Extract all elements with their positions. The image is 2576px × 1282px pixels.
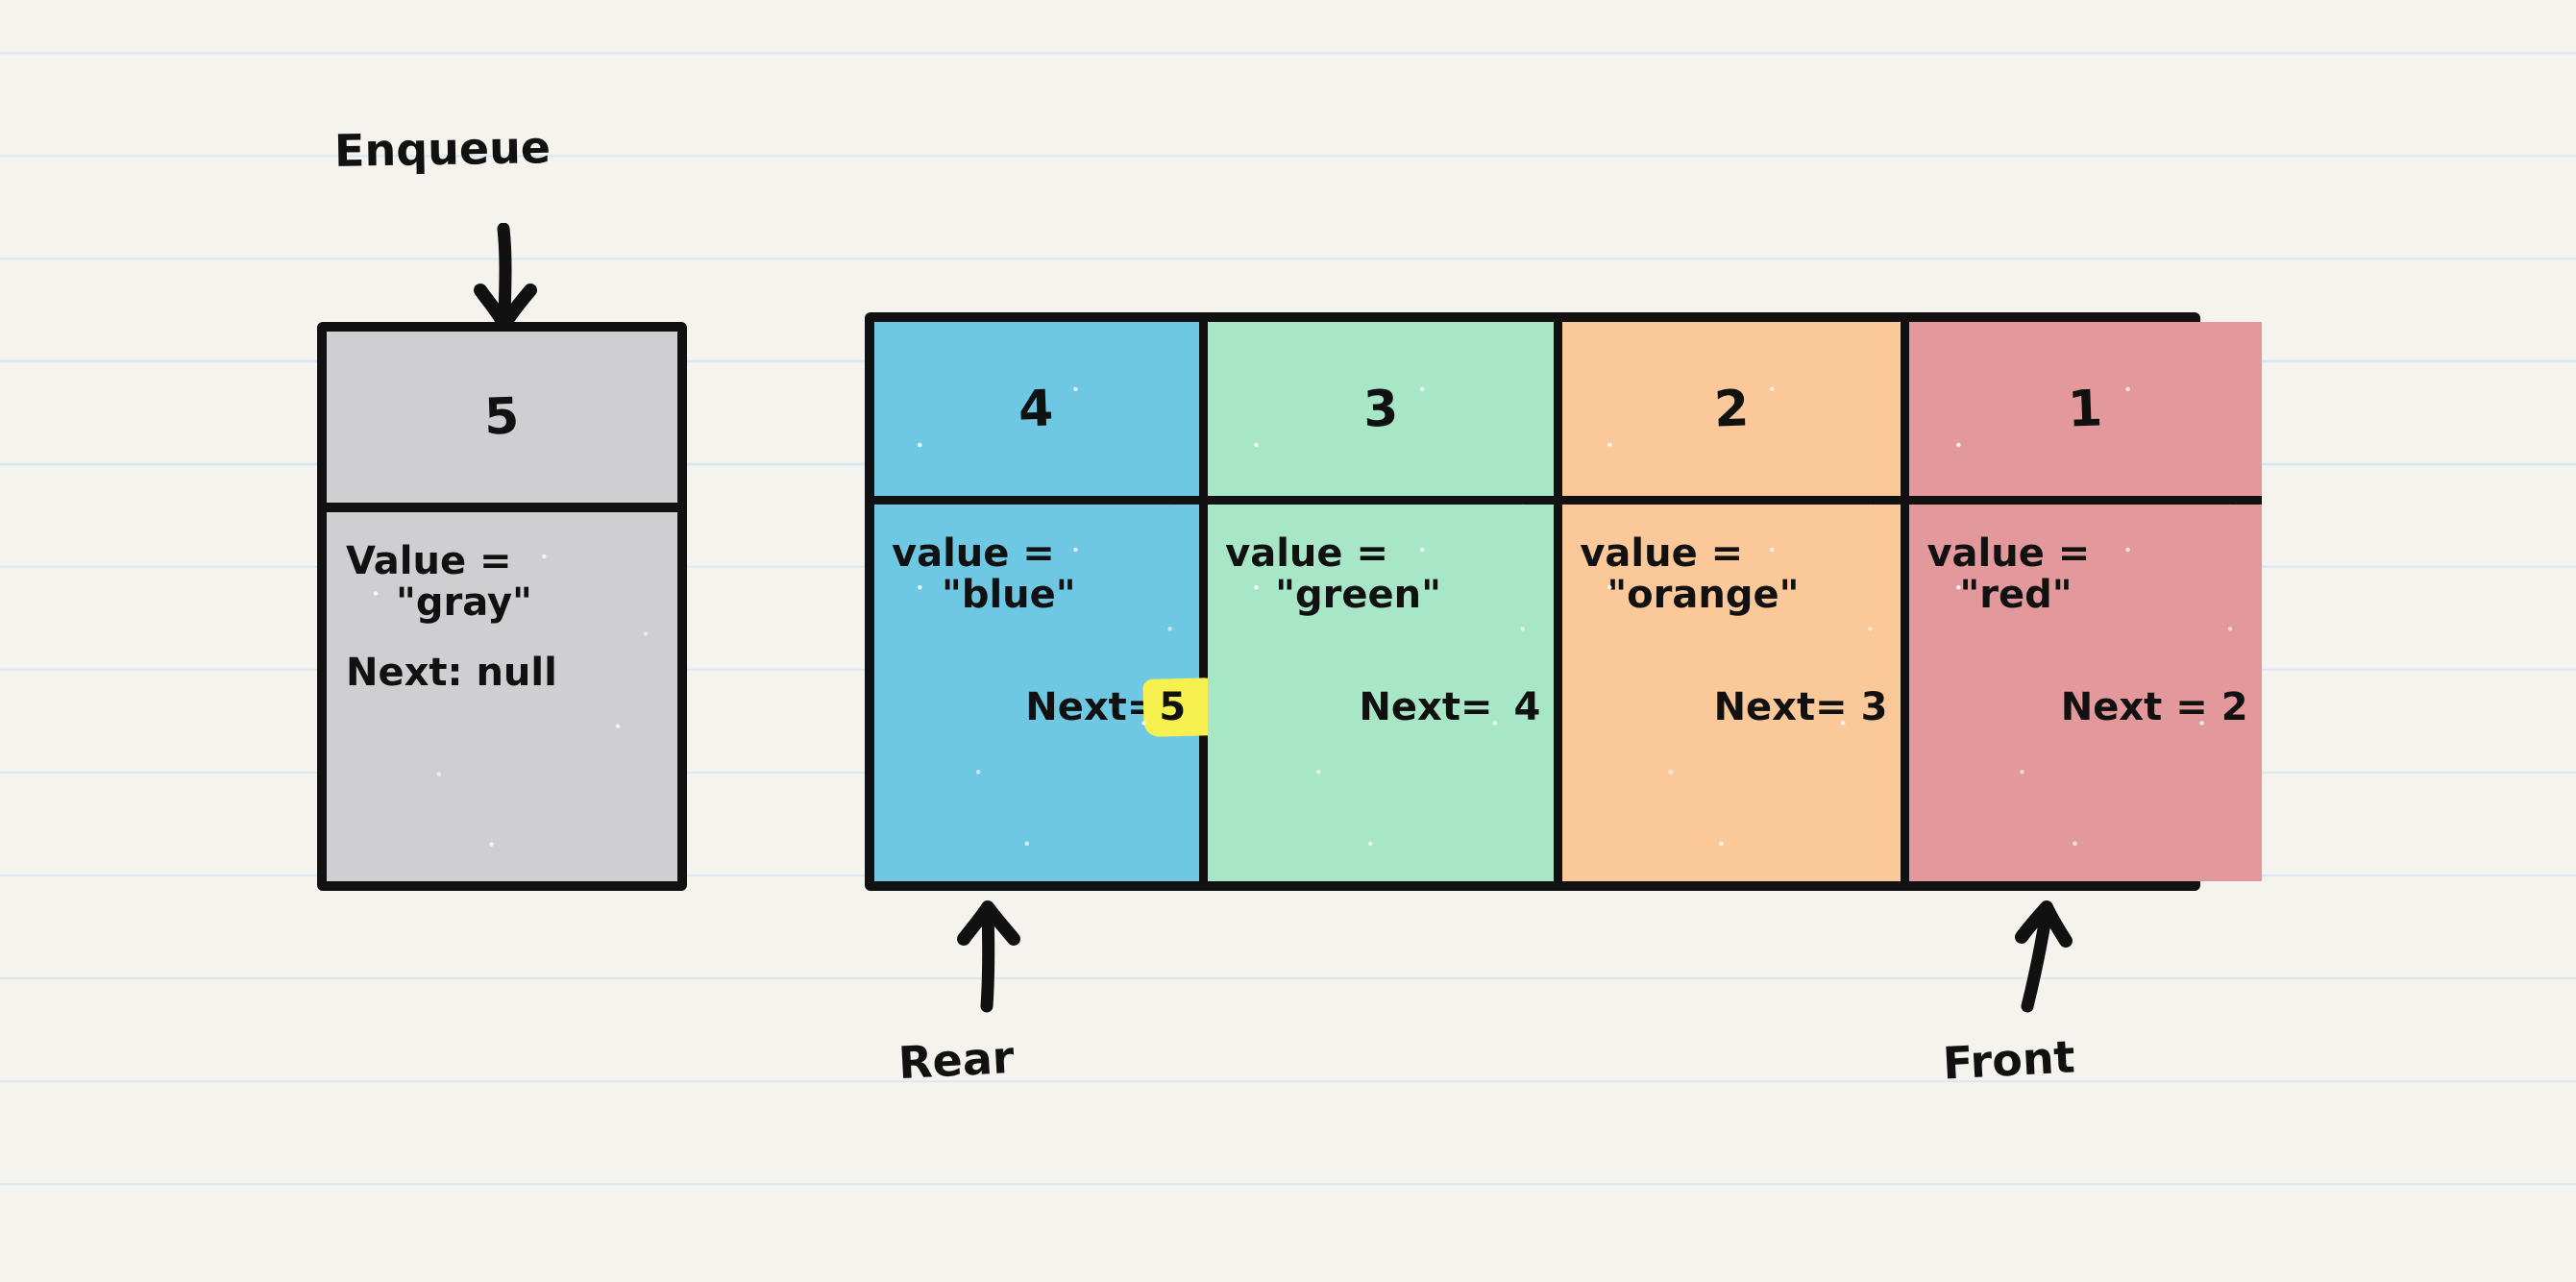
queue-node-green-value: "green" bbox=[1275, 573, 1441, 618]
queue-node-red-value: "red" bbox=[1959, 573, 2073, 618]
queue-node-orange: 2 value = "orange" Next= 3 bbox=[1562, 322, 1910, 881]
queue-node-red-next-value: 2 bbox=[2220, 684, 2248, 729]
queue-node-orange-next-value: 3 bbox=[1860, 684, 1888, 729]
queue-node-green: 3 value = "green" Next= 4 bbox=[1208, 322, 1563, 881]
queue-node-blue-next-label: Next= bbox=[1025, 684, 1160, 729]
queue-node-blue-value: "blue" bbox=[942, 573, 1076, 618]
queue-node-orange-next-label: Next= bbox=[1713, 684, 1848, 729]
queue-node-blue-value-label: value = bbox=[892, 531, 1055, 576]
queue-node-blue-body: value = "blue" Next=5 bbox=[874, 505, 1220, 881]
queue-node-green-value-label: value = bbox=[1225, 531, 1388, 576]
queue-node-red-next-label: Next = bbox=[2060, 684, 2208, 729]
queue-node-green-body: value = "green" Next= 4 bbox=[1208, 505, 1555, 881]
front-label: Front bbox=[1941, 1030, 2076, 1090]
enqueue-node-body: Value = "gray" Next: null bbox=[327, 512, 677, 881]
enqueue-arrow-icon bbox=[474, 223, 537, 332]
queue-node-green-next-value: 4 bbox=[1513, 684, 1541, 729]
queue-node-red: 1 value = "red" Next = 2 bbox=[1909, 322, 2262, 881]
queue-node-red-body: value = "red" Next = 2 bbox=[1909, 505, 2262, 881]
enqueue-node: 5 Value = "gray" Next: null bbox=[317, 322, 687, 891]
enqueue-node-header: 5 bbox=[327, 332, 677, 512]
queue-node-green-next: Next= 4 bbox=[1225, 645, 1540, 770]
rear-label: Rear bbox=[896, 1030, 1016, 1090]
enqueue-node-value-label: Value = bbox=[346, 539, 512, 583]
queue-node-blue-index: 4 bbox=[1018, 379, 1056, 439]
queue-node-red-header: 1 bbox=[1909, 322, 2262, 505]
queue-node-red-value-label: value = bbox=[1926, 531, 2091, 576]
queue-node-blue-header: 4 bbox=[874, 322, 1200, 505]
queue-node-orange-index: 2 bbox=[1712, 379, 1752, 439]
queue-node-orange-value: "orange" bbox=[1607, 573, 1800, 618]
queue-node-blue-next: Next=5 bbox=[892, 645, 1220, 770]
queue-node-red-index: 1 bbox=[2066, 379, 2105, 439]
next-pointer-highlight: 5 bbox=[1142, 677, 1220, 737]
front-arrow-icon bbox=[2015, 900, 2073, 1013]
queue-node-orange-next: Next= 3 bbox=[1580, 645, 1888, 770]
enqueue-node-index: 5 bbox=[482, 387, 522, 447]
queue-node-orange-header: 2 bbox=[1562, 322, 1901, 505]
queue-linked-list: 4 value = "blue" Next=5 3 value = "green… bbox=[865, 312, 2262, 891]
queue-node-orange-value-label: value = bbox=[1580, 531, 1744, 576]
enqueue-node-next: Next: null bbox=[346, 651, 557, 696]
queue-node-blue-next-value: 5 bbox=[1159, 684, 1187, 729]
queue-node-blue: 4 value = "blue" Next=5 bbox=[874, 322, 1220, 881]
enqueue-label: Enqueue bbox=[333, 121, 552, 177]
queue-node-green-index: 3 bbox=[1362, 379, 1400, 439]
queue-node-red-next: Next = 2 bbox=[1926, 645, 2248, 770]
enqueue-node-value: "gray" bbox=[396, 580, 532, 626]
queue-node-green-header: 3 bbox=[1208, 322, 1555, 505]
queue-node-orange-body: value = "orange" Next= 3 bbox=[1562, 505, 1901, 881]
queue-node-green-next-label: Next= bbox=[1359, 684, 1493, 729]
rear-arrow-icon bbox=[957, 900, 1020, 1013]
